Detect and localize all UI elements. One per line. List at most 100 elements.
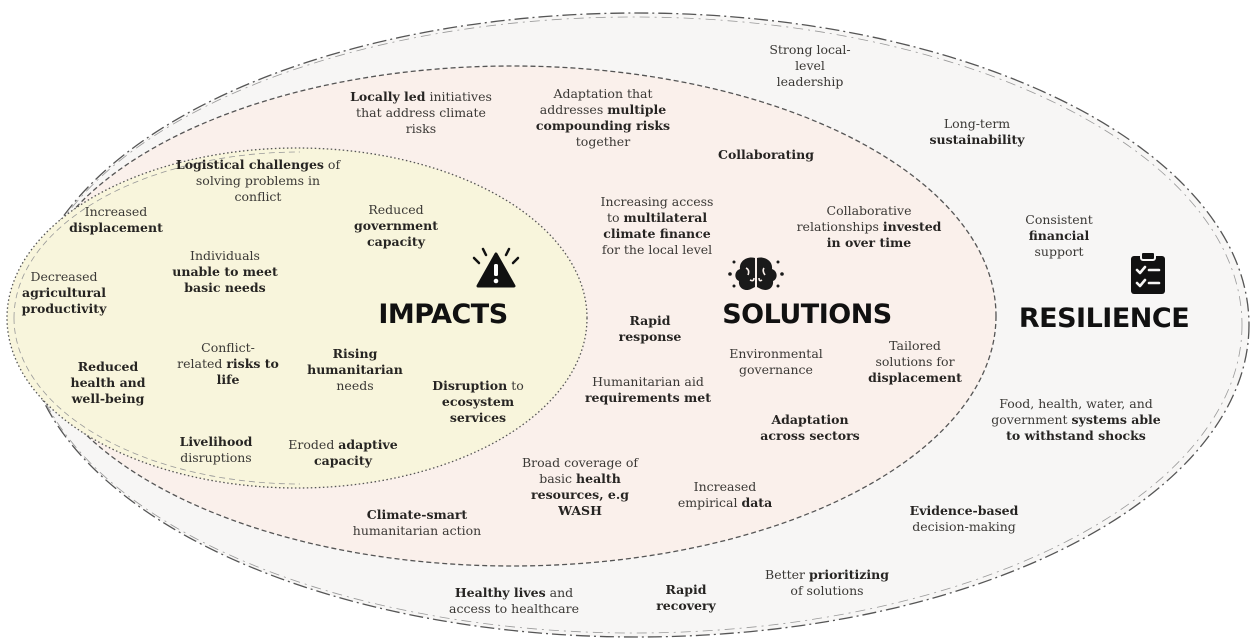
solution-finance-line3: climate finance [603, 226, 711, 241]
resilience-systems: Food, health, water, and government syst… [991, 396, 1161, 444]
solution-multiple-line4: together [575, 134, 631, 149]
impact-conflict-line3: life [216, 372, 240, 387]
impact-health-line3: well-being [71, 391, 145, 406]
impact-basic-needs-line1: Individuals [190, 248, 260, 263]
impact-ecosystem-line2: ecosystem [441, 394, 515, 409]
impact-ecosystem-bold: Disruption [432, 378, 508, 393]
resilience-leadership-line2: level [795, 58, 825, 73]
impact-humanitarian-needs: Rising humanitarian needs [307, 346, 403, 394]
impact-displacement-line1: Increased [84, 204, 148, 219]
resilience-sustainability: Long-term sustainability [930, 116, 1025, 148]
impact-health-line2: health and [70, 375, 146, 390]
impact-ecosystem: Disruption to ecosystem services [432, 378, 524, 426]
solution-locally-led-line3: risks [405, 121, 437, 136]
solution-rapid-response-line1: Rapid [629, 313, 671, 328]
solution-tailored-line2: solutions for [875, 354, 955, 369]
resilience-systems-line3: to withstand shocks [1006, 428, 1146, 443]
impact-logistical-line3: conflict [234, 189, 282, 204]
impact-health: Reduced health and well-being [70, 359, 145, 407]
solution-empirical-line2a: empirical [677, 495, 742, 510]
impact-humanitarian-line1: Rising [332, 346, 378, 361]
impact-conflict-line2b: risks to [226, 356, 279, 371]
resilience-leadership-line1: Strong local- [769, 42, 851, 57]
resilience-prioritizing-line2: of solutions [790, 583, 864, 598]
impact-reduced-gov-line1: Reduced [368, 202, 424, 217]
solution-relationships: Collaborative relationships invested in … [797, 203, 942, 251]
solution-multiple-line2a: addresses [539, 102, 608, 117]
solution-tailored-line1: Tailored [889, 338, 941, 353]
impact-agricultural: Decreased agricultural productivity [22, 269, 107, 317]
solution-coverage-line3: resources, e.g [531, 487, 629, 502]
solution-locally-led: Locally led initiatives that address cli… [350, 89, 492, 137]
impact-livelihood-line2: disruptions [180, 450, 252, 465]
impact-logistical-challenges: Logistical challenges of solving problem… [176, 157, 340, 205]
impact-ecosystem-text: to [507, 378, 524, 393]
solution-coverage-line2b: health [576, 471, 621, 486]
solution-finance-line1: Increasing access [600, 194, 714, 209]
warning-triangle-icon [472, 247, 520, 288]
solution-tailored: Tailored solutions for displacement [868, 338, 962, 386]
resilience-sustainability-line2: sustainability [929, 132, 1025, 147]
solution-coverage-line2a: basic [539, 471, 577, 486]
solution-finance-line4: for the local level [601, 242, 713, 257]
solution-relationships-line1: Collaborative [826, 203, 912, 218]
impact-conflict-risks: Conflict- related risks to life [177, 340, 279, 388]
impact-reduced-government: Reduced government capacity [354, 202, 438, 250]
impacts-heading: IMPACTS [378, 299, 508, 330]
solution-locally-led-bold: Locally led [350, 89, 426, 104]
solution-empirical-line1: Increased [693, 479, 757, 494]
solution-locally-led-text: initiatives [425, 89, 492, 104]
resilience-prioritizing: Better prioritizing of solutions [765, 567, 889, 599]
impact-basic-needs-line2: unable to meet [172, 264, 278, 279]
impact-livelihood-line1: Livelihood [179, 434, 253, 449]
resilience-heading: RESILIENCE [1018, 303, 1190, 334]
solution-tailored-line3: displacement [868, 370, 962, 385]
solution-coverage-line1: Broad coverage of [521, 455, 639, 470]
impact-conflict-line2a: related [177, 356, 227, 371]
resilience-rapid-recovery: Rapid recovery [656, 582, 716, 614]
resilience-prioritizing-text: Better [765, 567, 810, 582]
resilience-healthy-lives: Healthy lives and access to healthcare [449, 585, 579, 617]
impact-health-line1: Reduced [77, 359, 139, 374]
resilience-financial-line3: support [1034, 244, 1084, 259]
solution-climate-finance: Increasing access to multilateral climat… [601, 194, 714, 258]
impact-ecosystem-line3: services [449, 410, 507, 425]
impact-logistical-line2: solving problems in [195, 173, 321, 188]
solution-rapid-response: Rapid response [619, 313, 682, 345]
impact-livelihood: Livelihood disruptions [180, 434, 253, 466]
solution-relationships-line2b: invested [882, 219, 942, 234]
solution-aid-line1: Humanitarian aid [592, 374, 704, 389]
impact-reduced-gov-line3: capacity [367, 234, 425, 249]
solution-multiple-line1: Adaptation that [553, 86, 653, 101]
solution-multiple-line3: compounding risks [535, 118, 671, 133]
solution-environmental-line1: Environmental [729, 346, 823, 361]
resilience-sustainability-line1: Long-term [943, 116, 1011, 131]
resilience-healthy-text: and [545, 585, 574, 600]
solution-locally-led-line2: that address climate [356, 105, 486, 120]
solution-adaptation-line2: across sectors [760, 428, 860, 443]
resilience-financial-support: Consistent financial support [1025, 212, 1092, 260]
solution-multiple-line2b: multiple [607, 102, 667, 117]
impact-humanitarian-line3: needs [336, 378, 374, 393]
impact-logistical-text: of [323, 157, 341, 172]
impact-adaptive-line2: capacity [314, 453, 372, 468]
resilience-healthy-bold: Healthy lives [454, 585, 546, 600]
solution-rapid-response-line2: response [618, 329, 682, 344]
solution-coverage-line4: WASH [558, 503, 602, 518]
solution-climate-smart: Climate-smart humanitarian action [353, 507, 481, 539]
solution-climate-smart-line1: Climate-smart [366, 507, 468, 522]
resilience-systems-line2b: systems able [1071, 412, 1161, 427]
solution-environmental: Environmental governance [729, 346, 823, 378]
solution-collaborating-text: Collaborating [718, 147, 814, 162]
solution-relationships-line3: in over time [826, 235, 912, 250]
resilience-evidence-line1: Evidence-based [909, 503, 1019, 518]
solution-environmental-line2: governance [739, 362, 813, 377]
solution-finance-line2a: to [606, 210, 624, 225]
impacts-ellipse-echo-lower [13, 317, 301, 485]
impact-reduced-gov-line2: government [353, 218, 439, 233]
solution-aid-line2: requirements met [584, 390, 712, 405]
solution-health-coverage: Broad coverage of basic health resources… [522, 455, 638, 519]
impact-conflict-line1: Conflict- [201, 340, 255, 355]
